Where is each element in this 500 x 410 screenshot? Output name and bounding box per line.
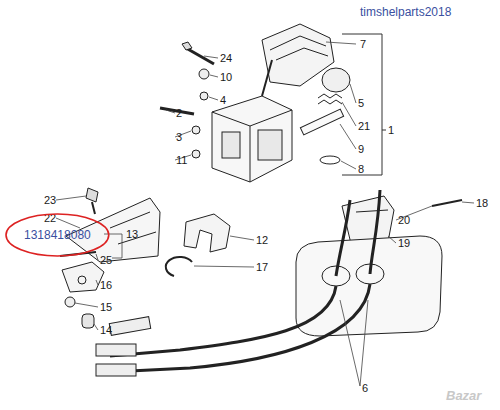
callout-number: 18 xyxy=(476,197,488,209)
callout-number: 19 xyxy=(398,237,410,249)
callout-number: 10 xyxy=(220,71,232,83)
gear-knob xyxy=(322,68,350,92)
lever-rod xyxy=(300,109,343,135)
callout-number: 25 xyxy=(100,254,112,266)
retaining-clip xyxy=(166,257,192,276)
group-bracket xyxy=(342,34,382,175)
callout-number: 14 xyxy=(100,324,112,336)
callout-number: 2 xyxy=(176,107,182,119)
callout-number: 3 xyxy=(176,131,182,143)
callout-number: 1 xyxy=(388,124,394,136)
select-cable xyxy=(110,284,370,372)
callout-number: 21 xyxy=(358,120,370,132)
logo-watermark: Bazar xyxy=(446,390,481,402)
callout-number: 6 xyxy=(362,382,368,394)
cable-clip xyxy=(184,214,230,252)
callout-number: 17 xyxy=(256,261,268,273)
callout-number: 23 xyxy=(44,194,56,206)
watermark: timshelparts2018 xyxy=(360,6,451,18)
callout-number: 12 xyxy=(256,234,268,246)
callout-number: 13 xyxy=(126,228,138,240)
leader-lines xyxy=(56,42,474,386)
selector-housing xyxy=(212,96,292,182)
callout-number: 4 xyxy=(220,94,226,106)
relay-lever xyxy=(62,262,104,292)
callout-number: 24 xyxy=(220,52,232,64)
callout-number: 5 xyxy=(358,97,364,109)
callout-number: 9 xyxy=(358,143,364,155)
part-number: 1318418080 xyxy=(24,228,91,242)
o-ring xyxy=(320,156,340,164)
part-number-callout: 1318418080 xyxy=(14,220,101,250)
callout-number: 8 xyxy=(358,163,364,175)
callout-number: 11 xyxy=(176,154,187,166)
callout-number: 20 xyxy=(398,214,410,226)
callout-number: 15 xyxy=(100,301,112,313)
callout-number: 16 xyxy=(100,279,112,291)
callout-number: 7 xyxy=(360,38,366,50)
